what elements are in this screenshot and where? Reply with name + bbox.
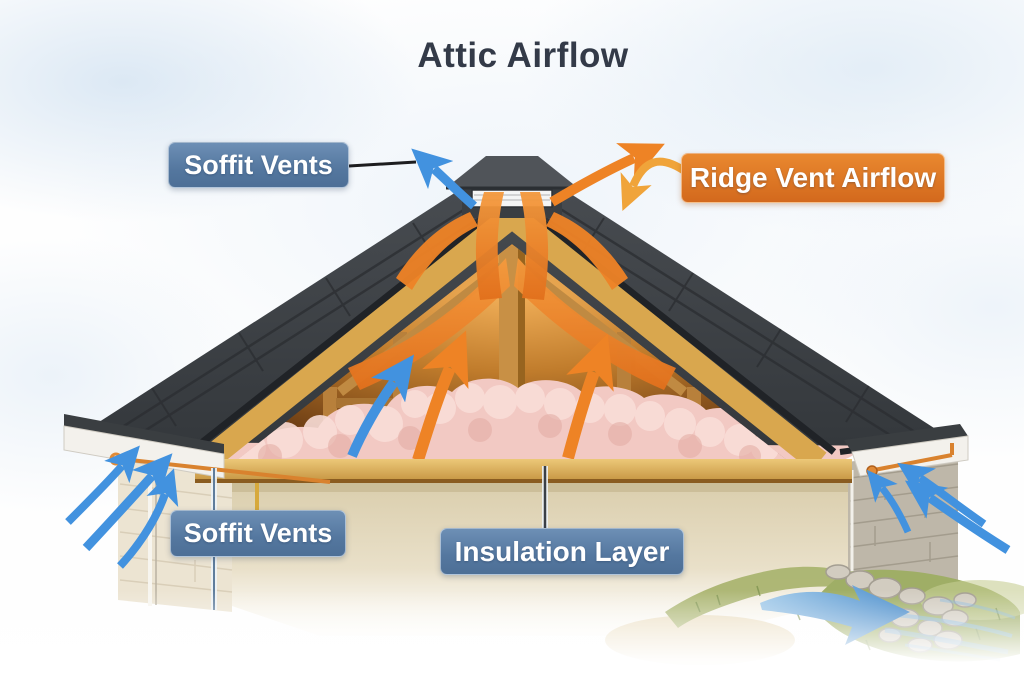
ridge-exhaust-arrow-right (549, 143, 665, 207)
ridge-exhaust-arrow-left (411, 148, 477, 210)
attic-rising-warm-arrow-left (412, 330, 469, 462)
label-soffit-vents-bottom: Soffit Vents (170, 510, 346, 557)
attic-rising-arrows (347, 330, 614, 462)
grass-left (665, 566, 852, 628)
ridge-vent-cupola (446, 156, 578, 218)
label-soffit-vents-top: Soffit Vents (168, 142, 349, 188)
soffit-vent-strip-right (873, 453, 953, 472)
leader-soffit-top (348, 160, 417, 168)
attic-rising-cool-arrow (347, 354, 414, 458)
soffit-intake-arrows-left (65, 445, 179, 569)
cupola-roof-cap (446, 156, 578, 188)
ridge-vent-ribbons (396, 192, 628, 300)
ridge-label-pointer-arrow (620, 157, 689, 212)
page-title: Attic Airflow (417, 36, 629, 75)
label-ridge-vent-airflow: Ridge Vent Airflow (681, 153, 945, 203)
bottom-fade (0, 590, 1024, 683)
insulation (232, 378, 792, 464)
attic-rising-warm-arrow-right (562, 333, 614, 460)
soffit-intake-arrows-right (866, 462, 1011, 554)
label-insulation-layer: Insulation Layer (440, 528, 684, 575)
